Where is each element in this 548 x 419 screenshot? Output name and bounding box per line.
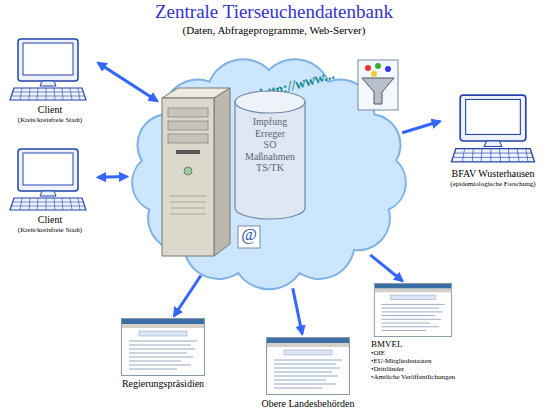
node-text: TS/TK: [234, 162, 306, 174]
node-title: BFAV Wusterhausen: [440, 168, 546, 180]
ministry-node: BMVEL•OIE•EU-Mitgliedsstaaten•Drittlände…: [365, 281, 515, 384]
node-title: BMVEL: [371, 339, 515, 349]
connector-arrow: [293, 288, 302, 334]
connector-arrow: [402, 121, 440, 132]
screenshot-icon: [374, 283, 451, 336]
data-mining-icon: [358, 60, 398, 110]
node-text: Erreger: [234, 128, 306, 140]
authority-node: Obere Landesbehörden: [250, 334, 366, 412]
node-text: •OIE: [371, 349, 515, 357]
screenshot-icon: [267, 338, 350, 395]
computer-icon: [10, 149, 86, 210]
node-title: Client: [2, 214, 98, 226]
authority-node: Regierungspräsidien: [108, 316, 218, 392]
node-text: (Kreis/kreisfreie Stadt): [2, 116, 98, 124]
computer-icon: [451, 95, 534, 162]
diagram-title: Zentrale Tierseuchendatenbank: [0, 1, 548, 23]
subtitle: (Daten, Abfrageprogramme, Web-Server): [0, 24, 548, 37]
screenshot-icon: [122, 319, 205, 376]
database-cloud: http://www...ImpfungErregerSOMaßnahmenTS…: [118, 46, 420, 300]
node-title: Impfung: [234, 116, 306, 128]
node-text: (epidemiologische Forschung): [440, 180, 546, 188]
node-text: (Kreis/kreisfreie Stadt): [2, 226, 98, 234]
connector-arrow: [174, 276, 201, 316]
email-icon: [238, 226, 260, 248]
node-text: SO: [234, 139, 306, 151]
research-node: BFAV Wusterhausen(epidemiologische Forsc…: [440, 92, 546, 190]
email-symbol: @: [238, 225, 260, 245]
computer-icon: [10, 39, 86, 100]
node-text: •EU-Mitgliedsstaaten: [371, 357, 515, 365]
connector-arrow: [370, 255, 402, 281]
connector-arrow: [98, 175, 127, 179]
client-node: Client(Kreis/kreisfreie Stadt): [2, 36, 98, 126]
node-title: Obere Landesbehörden: [250, 398, 366, 410]
connector-arrow: [98, 63, 157, 101]
node-text: Maßnahmen: [234, 151, 306, 163]
node-title: Client: [2, 104, 98, 116]
database-cylinder: ImpfungErregerSOMaßnahmenTS/TK: [234, 90, 306, 220]
node-text: •Drittländer: [371, 365, 515, 373]
client-node: Client(Kreis/kreisfreie Stadt): [2, 146, 98, 236]
node-text: •Amtliche Veröffentlichungen: [371, 373, 515, 381]
node-title: Regierungspräsidien: [108, 378, 218, 390]
